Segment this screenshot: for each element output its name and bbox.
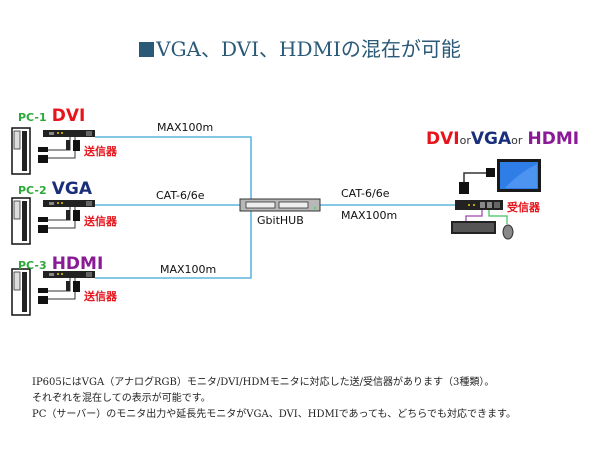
link-cable-label: CAT-6/6e (341, 187, 390, 200)
link-distance-label: MAX100m (341, 209, 398, 222)
signal-label: DVI (426, 129, 460, 149)
or-label: or (459, 134, 471, 147)
sender-box-icon (43, 271, 95, 278)
receiver-box-icon (455, 200, 503, 210)
sender-group-2 (11, 197, 95, 245)
sender-3-header: PC-3 HDMI (18, 254, 103, 274)
receiver-connector-icon (459, 182, 469, 194)
title-square-icon (139, 42, 155, 57)
description-line: IP605にはVGA（アナログRGB）モニタ/DVI/HDMモニタに対応した送/… (32, 377, 495, 388)
monitor-connector-icon (486, 168, 495, 177)
description-line: それぞれを混在しての表示が可能です。 (32, 393, 211, 404)
receiver-signal-header: DVIorVGAor HDMI (426, 129, 579, 149)
sender-group-3 (11, 268, 95, 316)
vga-connector-icon (73, 210, 80, 221)
sender-box-icon (43, 200, 95, 207)
receiver-group (451, 159, 541, 240)
signal-label: VGA (470, 129, 512, 149)
gbit-hub-icon (239, 198, 321, 212)
mouse-icon (502, 224, 514, 240)
link-cable-label: CAT-6/6e (156, 189, 205, 202)
signal-label: VGA (51, 179, 92, 199)
sender-1-header: PC-1 DVI (18, 106, 85, 126)
signal-label: DVI (51, 106, 86, 126)
sender-2-header: PC-2 VGA (18, 179, 92, 199)
page-title: VGA、DVI、HDMIの混在が可能 (0, 33, 600, 62)
lan-cables (95, 136, 455, 279)
cable-pc1 (95, 136, 252, 206)
title-text: VGA、DVI、HDMIの混在が可能 (156, 37, 461, 61)
dvi-connector-icon (73, 140, 80, 151)
link-distance-label: MAX100m (160, 263, 217, 276)
pc-label: PC-3 (18, 259, 47, 272)
signal-label: HDMI (527, 129, 580, 149)
link-distance-label: MAX100m (157, 121, 214, 134)
sender-box-icon (43, 130, 95, 137)
sender-label: 送信器 (84, 290, 117, 303)
receiver-label: 受信器 (507, 201, 540, 214)
pc-label: PC-2 (18, 184, 47, 197)
cable-pc3 (95, 206, 252, 279)
description-line: PC（サーバー）のモニタ出力や延長先モニタがVGA、DVI、HDMIであっても、… (32, 409, 516, 420)
hub-label: GbitHUB (257, 214, 304, 227)
pc-label: PC-1 (18, 111, 47, 124)
hdmi-connector-icon (73, 281, 80, 292)
signal-label: HDMI (51, 254, 104, 274)
sender-label: 送信器 (84, 215, 117, 228)
sender-label: 送信器 (84, 145, 117, 158)
sender-group-1 (11, 127, 95, 175)
or-label: or (511, 134, 523, 147)
